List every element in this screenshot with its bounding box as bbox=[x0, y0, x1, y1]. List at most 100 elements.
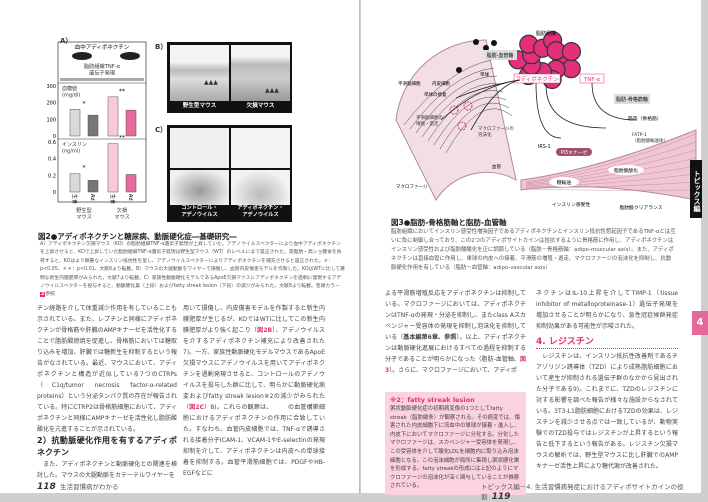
figure-ref-2b[interactable]: 図2B bbox=[257, 327, 273, 334]
text: ）。以上、アディポネクチンは動脈硬化進展におけるすべての過程を抑制する分子である… bbox=[385, 334, 526, 363]
vessel-wall bbox=[395, 39, 517, 202]
smooth-muscle-fiber bbox=[421, 83, 501, 138]
irs-label: IRS-1 bbox=[538, 144, 551, 150]
figure-3-title: 図3●脂肪-骨格筋軸と脂肪-血管軸 bbox=[391, 218, 507, 227]
axis-box bbox=[484, 50, 517, 60]
page-number: 118 bbox=[37, 482, 56, 492]
glucose-bar bbox=[107, 96, 119, 137]
text: 用いて損傷し、内皮傷害モデルを作製すると新生内膜肥厚が生じるが、KOではWTに比… bbox=[183, 305, 325, 334]
figure-ref-3[interactable]: 図3 bbox=[385, 356, 526, 374]
smooth-muscle-fiber bbox=[427, 90, 504, 142]
control-caption: コントロール・ アデノウイルス bbox=[181, 205, 218, 218]
panel-a-label: A） bbox=[60, 37, 73, 45]
glucose-axis-label: (mg/dl) bbox=[62, 93, 80, 99]
section-heading: 2）抗動脈硬化作用を有するアディポネクチン bbox=[37, 436, 177, 457]
smooth-muscle-fiber bbox=[433, 96, 507, 146]
wildtype-caption: 野生型マウス bbox=[182, 103, 217, 109]
x-treatment-label: Ad bbox=[89, 194, 95, 201]
color-plate-ref[interactable]: 2 bbox=[40, 292, 46, 298]
page-number: 119 bbox=[491, 492, 511, 502]
paragraph: また、アディポネクチンと動脈硬化との関連を検討した。マウスの大腿動脈をカテーテル… bbox=[37, 461, 177, 479]
glucose-tick-label: 100 bbox=[46, 117, 56, 123]
inhibition-arrow bbox=[440, 79, 521, 121]
insulin-bar bbox=[107, 143, 119, 193]
blot-band bbox=[120, 52, 140, 60]
x-treatment-label: 生食 bbox=[71, 194, 78, 204]
paragraph: ネクチンはIL-10上昇を介してTIMP-1（tissue inhibitor … bbox=[536, 290, 678, 330]
inhibition-arrow bbox=[470, 79, 521, 131]
blot-band bbox=[72, 52, 92, 60]
muscle-fiber bbox=[525, 133, 697, 183]
foam-cell bbox=[463, 101, 473, 111]
cross-reference: 基本編第6章、参照 bbox=[403, 334, 457, 341]
insulin-tick-label: 0.6 bbox=[48, 140, 56, 146]
pi3k-box bbox=[556, 148, 592, 156]
insulin-bar bbox=[87, 180, 99, 193]
figure-ref-2c[interactable]: 図2C bbox=[189, 404, 204, 411]
migration-label: 平滑筋細胞の bbox=[416, 114, 443, 121]
left-footer: 118 生活習慣病がわかる bbox=[37, 481, 118, 492]
insulin-tick-label: 0.4 bbox=[48, 157, 56, 163]
foam-label: 泡沫化 bbox=[478, 131, 492, 138]
smooth-muscle-label: 平滑筋細胞 bbox=[398, 80, 421, 87]
insulin-axis-label: (ng/ml) bbox=[62, 149, 80, 155]
smooth-muscle-fiber bbox=[403, 59, 492, 126]
text: ）。さらに、マクロファージにおいて、アディポ bbox=[389, 367, 517, 374]
section-tab-topics[interactable]: トピックス編 bbox=[690, 160, 702, 218]
insulin-bar bbox=[125, 174, 137, 193]
pi3k-label: PI3キナーゼ bbox=[561, 149, 588, 156]
glucose-bar bbox=[87, 114, 99, 137]
book-title: 生活習慣病がわかる bbox=[59, 483, 119, 491]
gel-band bbox=[60, 78, 144, 81]
vessel-label: 血管 bbox=[492, 163, 501, 170]
group-label: マウス bbox=[114, 213, 130, 221]
muscle-fiber bbox=[525, 188, 697, 191]
insulin-bar bbox=[69, 173, 81, 193]
glucose-bar bbox=[125, 109, 137, 137]
monocyte bbox=[456, 67, 462, 73]
adiponectin-lesion-image bbox=[231, 128, 290, 168]
insulin-axis-label: インスリン bbox=[62, 142, 87, 148]
label-oval bbox=[608, 165, 644, 175]
adiponectin-caption: アディポネクチン・ アデノウイルス bbox=[237, 205, 284, 218]
right-column-1: よる平滑筋増殖反応をアディポネクチンは抑制している。マクロファージにおいては、ア… bbox=[385, 288, 526, 376]
tnf-label: 遺伝子発現 bbox=[89, 69, 116, 77]
footnote-box: ※2：fatty streak lesion 粥状動脈硬化症の初期病変像の1つと… bbox=[385, 392, 526, 495]
control-lesion-image bbox=[170, 128, 229, 168]
fatp-label: FATP-1 bbox=[632, 132, 647, 138]
x-treatment-label: Ad bbox=[127, 194, 133, 201]
insulin-tick-label: 0.2 bbox=[48, 173, 56, 179]
paragraph: レジスチンは、インスリン抵抗性改善剤であるチアゾリジン誘導体（TZD）により成熟… bbox=[536, 353, 678, 470]
fatty-acid-clearance-label: 脂肪酸クリアランス bbox=[619, 204, 662, 211]
smooth-muscle-fiber bbox=[409, 67, 495, 130]
arrowhead-icons: ▲▲▲ bbox=[265, 87, 279, 94]
insulin-tick-label: 0 bbox=[53, 190, 56, 196]
fat-muscle-axis-label: 脂肪-骨格筋軸 bbox=[616, 96, 648, 103]
foam-label: マクロファージの bbox=[478, 126, 514, 132]
blot-label: 血中アディポネクチン bbox=[75, 43, 130, 51]
figure-2a-chart: 血中アディポネクチン脂肪組織TNF-α遺伝子発現3002001000血糖値(mg… bbox=[46, 41, 147, 221]
muscle-fiber bbox=[525, 141, 697, 184]
left-column-2: 用いて損傷し、内皮傷害モデルを作製すると新生内膜肥厚が生じるが、KOではWTに比… bbox=[183, 303, 325, 479]
adipose-label: 脂肪組織 bbox=[536, 30, 556, 37]
text: よる平滑筋増殖反応をアディポネクチンは抑制している。マクロファージにおいては、ア… bbox=[385, 290, 526, 341]
monocyte-label: 単球 bbox=[480, 71, 489, 78]
right-footer: トピックス編－4. 生活習慣病発症におけるアディポサイトカインの役割 119 bbox=[481, 481, 701, 502]
muscle-fiber bbox=[525, 181, 697, 189]
fat-vessel-axis-label: 脂肪-血管軸 bbox=[487, 52, 514, 59]
text: ）8)。これらの観察は、 の血管構築細胞におけるアディポネクチンの作用に合致して… bbox=[183, 404, 325, 477]
group-label: 欠損 bbox=[117, 206, 128, 214]
figure-2b-micrographs: ▲▲▲ ▲▲▲ 野生型マウス 欠損マウス bbox=[167, 42, 292, 113]
insulin-sensitivity-label: インスリン感受性 bbox=[552, 201, 590, 208]
right-column-2: ネクチンはIL-10上昇を介してTIMP-1（tissue inhibitor … bbox=[536, 288, 678, 472]
figure-2-title: 図2●アディポネクチンと糖尿病、動脈硬化症―基礎研究― bbox=[38, 232, 237, 241]
glucose-significance: * bbox=[83, 100, 86, 107]
label-oval bbox=[549, 177, 579, 187]
fatp-label: （脂肪酸輸送体） bbox=[632, 137, 668, 144]
smooth-muscle-fiber bbox=[439, 102, 510, 150]
migration-label: 増殖・遊走 bbox=[416, 120, 439, 127]
chapter-tab-4[interactable]: 4 bbox=[692, 311, 708, 335]
group-label: マウス bbox=[76, 213, 92, 221]
